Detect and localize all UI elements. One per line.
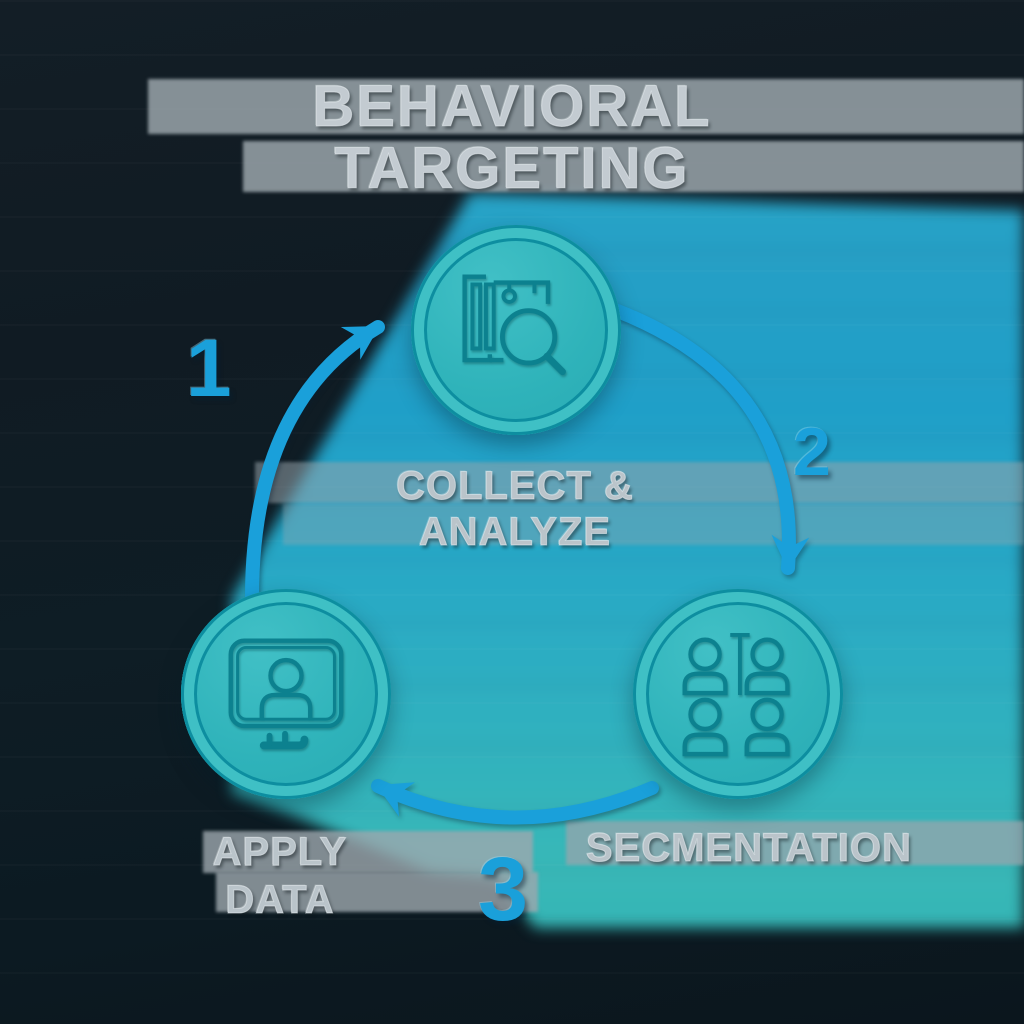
label-apply-line-1: APPLY: [212, 830, 348, 875]
arrow-number-2: 2: [793, 414, 831, 490]
text-band-segmentation: [566, 821, 1024, 865]
text-band-analyze: [283, 504, 1024, 545]
label-collect-line-1: COLLECT &: [396, 464, 634, 509]
title-line-2: TARGETING: [334, 136, 690, 202]
label-apply-line-2: DATA: [225, 878, 335, 923]
arrow-2: [608, 303, 810, 575]
node-apply-data: [181, 589, 391, 799]
label-apply-data: APPLY DATA: [130, 828, 430, 924]
text-band-title-2: [243, 141, 1024, 192]
arrow-number-1: 1: [186, 323, 232, 414]
arrow-number-3: 3: [478, 840, 529, 940]
node-collect-analyze: [411, 225, 621, 435]
page-title: BEHAVIORAL TARGETING: [0, 74, 1024, 202]
label-segmentation: SECMENTATION: [549, 826, 949, 872]
text-band-title-1: [148, 79, 1024, 134]
label-segmentation-line-1: SECMENTATION: [585, 826, 913, 871]
arrow-3: [371, 779, 659, 825]
label-collect-analyze: COLLECT & ANALYZE: [315, 464, 715, 555]
arrow-1: [245, 320, 385, 605]
text-band-apply: [203, 831, 533, 873]
chart-magnifier-icon: [462, 274, 566, 376]
monitor-user-icon: [228, 638, 344, 750]
title-line-1: BEHAVIORAL: [312, 74, 712, 139]
audience-grid-icon: [682, 632, 790, 757]
text-band-data: [216, 872, 538, 912]
label-collect-line-2: ANALYZE: [418, 509, 612, 554]
text-band-collect: [255, 462, 1024, 503]
node-segmentation: [633, 589, 843, 799]
